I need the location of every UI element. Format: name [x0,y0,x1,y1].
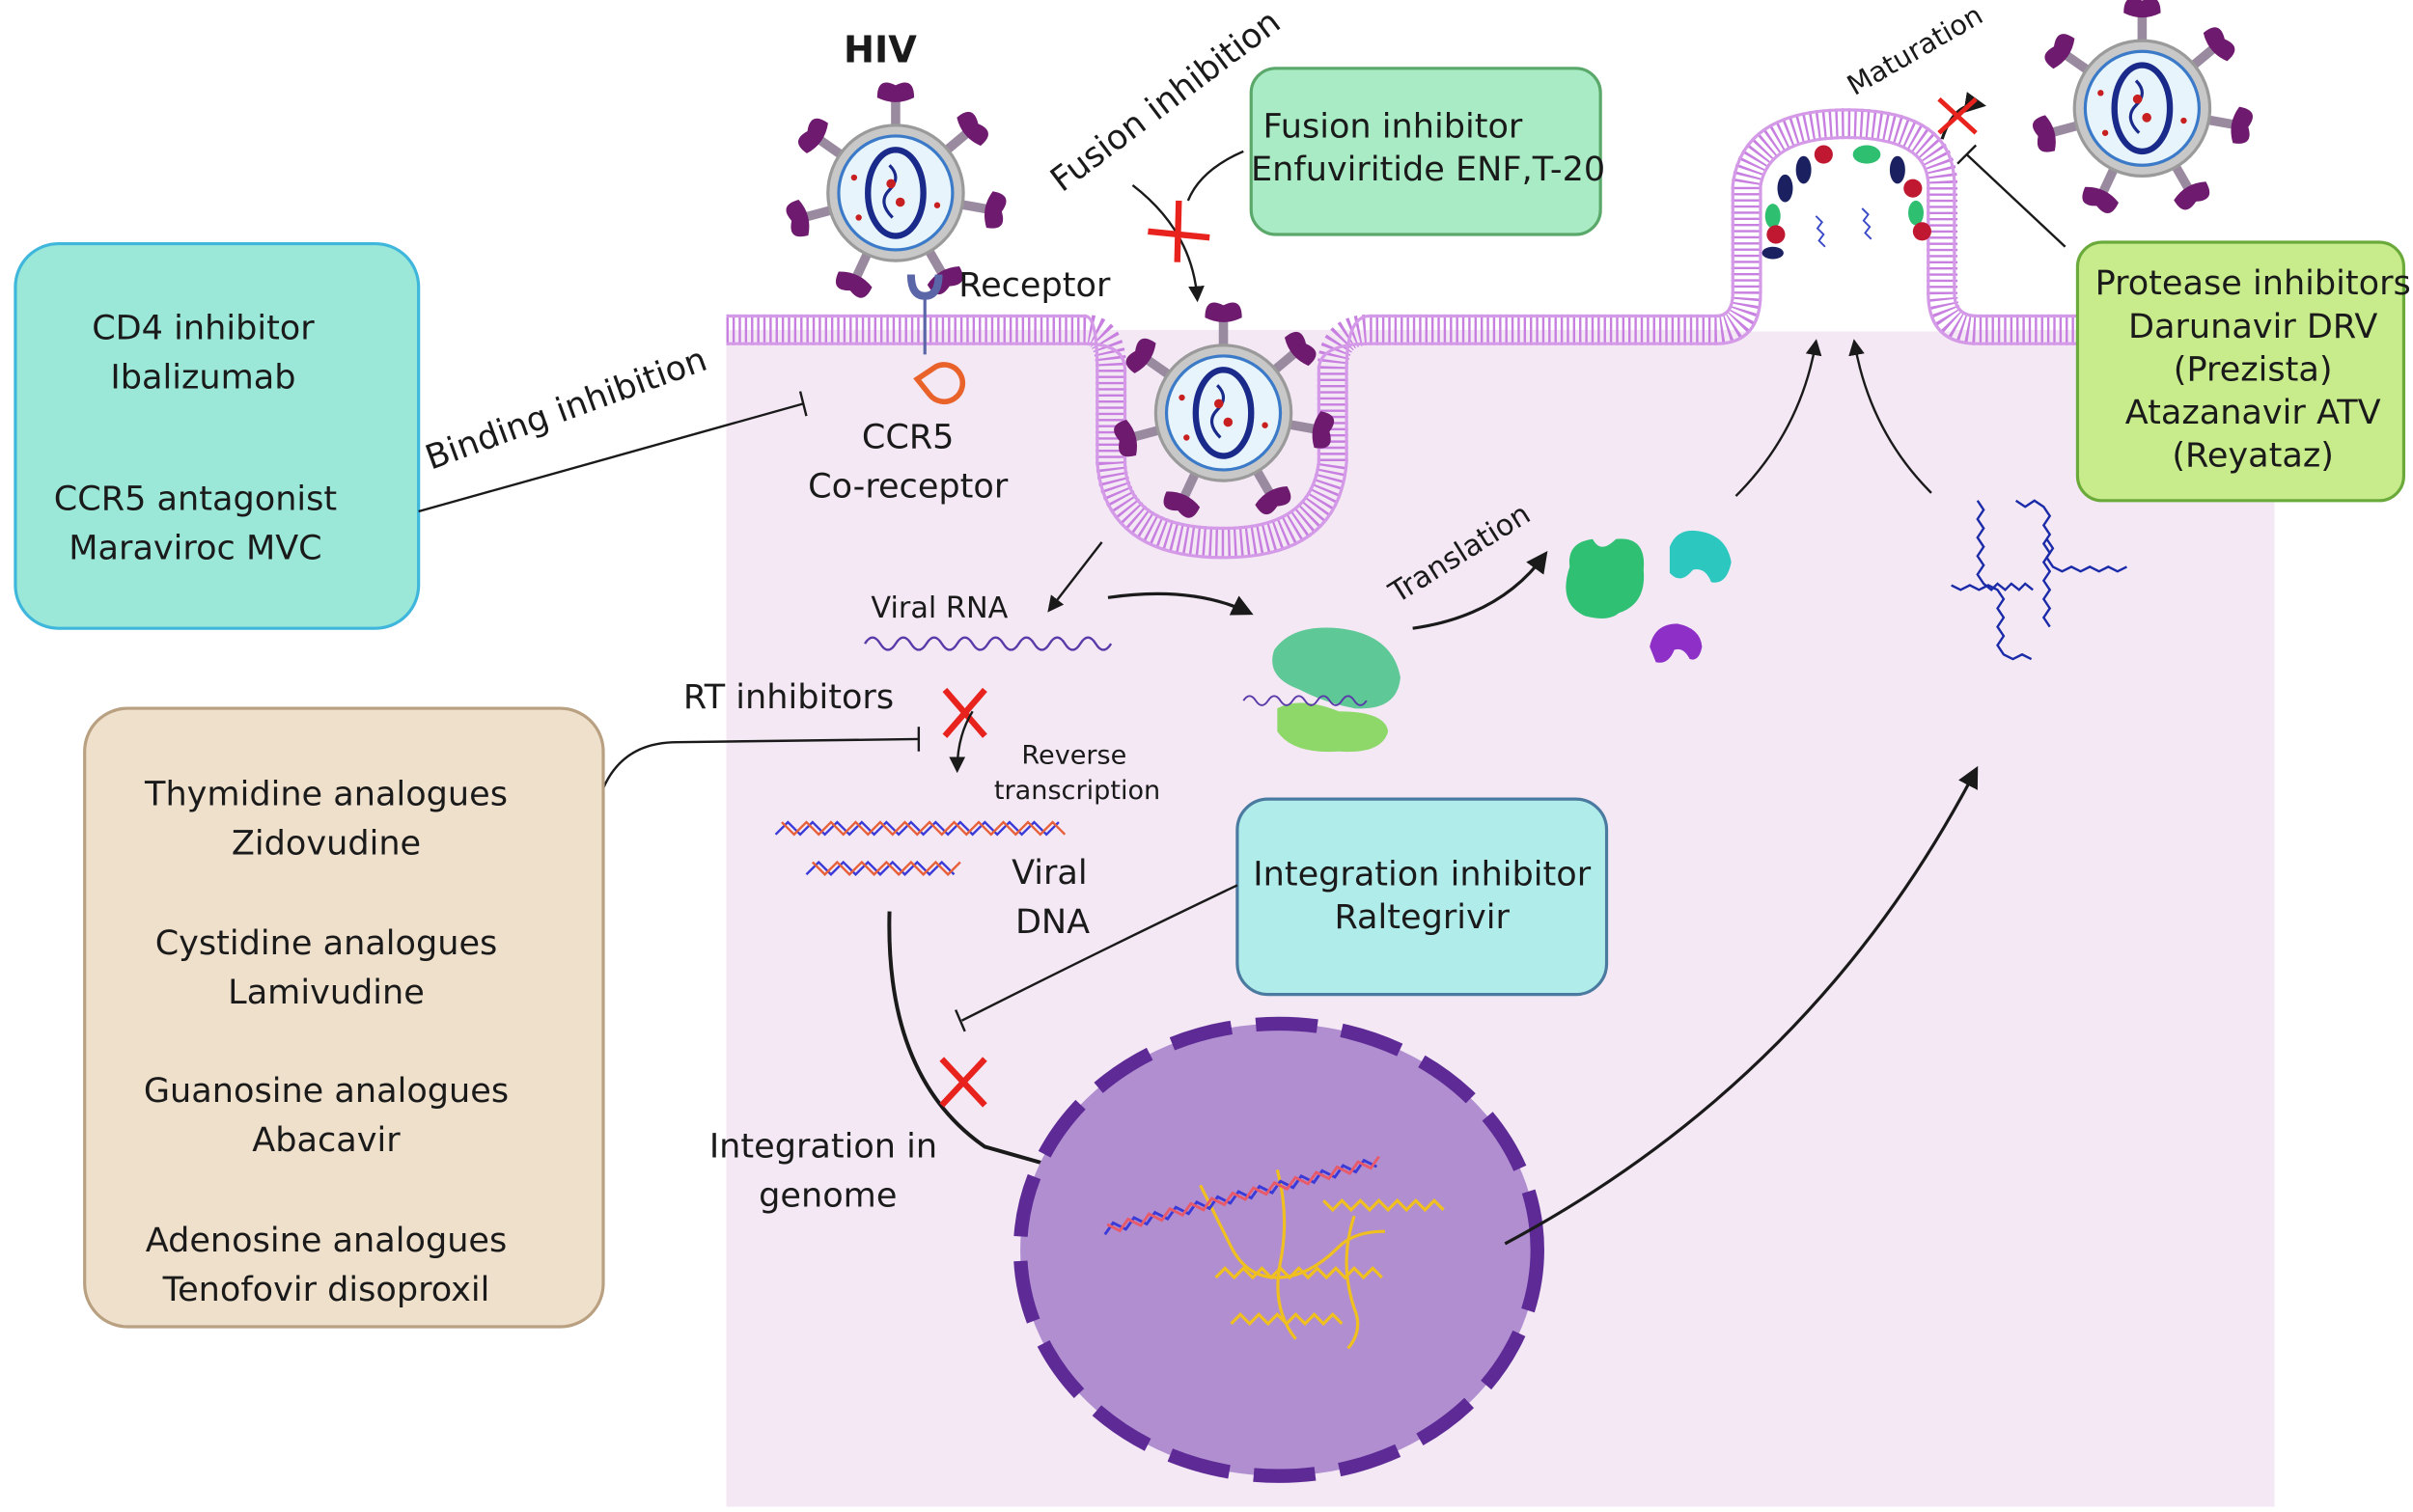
viral-dna-icon [774,820,1067,876]
fusion-inhibitor-label: Fusion inhibitor [1262,107,1522,147]
hiv-title: HIV [844,28,917,71]
viral-rna-strand-icon [864,636,1113,651]
integration-inhibit-line [960,884,1238,1022]
rt-inhibitors-label: RT inhibitors [683,677,894,717]
integration-in-label: Integration in [709,1127,937,1167]
rt-block-x-icon [942,687,987,738]
maturation-arrow [1940,92,1986,140]
ccr5-antagonist-label: CCR5 antagonist [54,479,337,518]
maturation-block-x-icon [1937,96,1978,135]
lamivudine-label: Lamivudine [228,973,425,1012]
fusion-block-x-icon [1148,200,1210,262]
mature-virion-icon [2031,0,2255,216]
guanosine-analogues-label: Guanosine analogues [144,1071,509,1111]
viral-rna-label: Viral RNA [871,591,1008,625]
zidovudine-label: Zidovudine [232,824,421,864]
enfuviritide-label: Enfuviritide ENF,T-20 [1251,150,1605,189]
uncoating-arrow [1047,541,1103,613]
protease-inhibitors-label: Protease inhibitors [2095,263,2411,303]
reyataz-label: (Reyataz) [2172,436,2334,476]
integration-inhibitor-box: Integration inhibitor Raltegrivir [1235,797,1609,997]
cystidine-analogues-label: Cystidine analogues [155,923,498,963]
binding-inhibition-label: Binding inhibition [420,340,711,478]
cd4-receptor-icon [906,274,943,355]
integration-inhibitor-label: Integration inhibitor [1253,854,1591,893]
protease-inhibit-line [1965,153,2066,248]
maturation-label: Maturation [1842,0,1988,102]
integration-arrow [887,911,1126,1193]
translation-arrow [1412,551,1548,630]
maraviroc-label: Maraviroc MVC [69,528,321,567]
cd4-inhibitor-label: CD4 inhibitor [92,308,315,347]
ribosome-icon [1242,627,1401,753]
prezista-label: (Prezista) [2174,349,2333,389]
rt-inhibit-line [601,737,919,789]
dna-label: DNA [1015,902,1090,942]
entry-inhibitor-box: CD4 inhibitor Ibalizumab CCR5 antagonist… [14,241,421,630]
assembling-proteins-icon [1761,145,1931,260]
abacavir-label: Abacavir [252,1120,401,1160]
binding-inhibition-line [418,402,804,513]
raltegrivir-label: Raltegrivir [1334,897,1510,937]
nucleus-icon [1012,1016,1544,1483]
ccr5-coreceptor-icon [913,362,966,405]
transcription-label: transcription [994,776,1160,806]
ccr5-label: CCR5 [862,418,955,457]
receptor-label: Receptor [958,265,1111,305]
thymidine-analogues-label: Thymidine analogues [144,775,508,814]
tenofovir-label: Tenofovir disoproxil [162,1270,490,1309]
coreceptor-label: Co-receptor [808,467,1009,507]
viral-label: Viral [1012,853,1088,893]
ibalizumab-label: Ibalizumab [110,357,295,397]
rt-inhibitor-box: Thymidine analogues Zidovudine Cystidine… [83,706,605,1329]
assembly-arrow-1 [1734,339,1822,497]
protease-inhibitor-box: Protease inhibitors Darunavir DRV (Prezi… [2075,240,2411,503]
viral-rna-genomes-icon [1951,499,2127,661]
fusion-inhibit-line [1186,150,1244,202]
darunavir-label: Darunavir DRV [2128,307,2377,346]
to-ribosome-arrow [1107,591,1254,616]
fusion-inhibitor-box: Fusion inhibitor Enfuviritide ENF,T-20 [1249,67,1605,236]
viral-proteins-icon [1566,530,1732,663]
fusion-arrow [1131,184,1205,303]
adenosine-analogues-label: Adenosine analogues [146,1221,508,1260]
genome-label: genome [759,1176,897,1216]
atazanavir-label: Atazanavir ATV [2125,393,2381,432]
nuclear-export-arrow [1504,765,1979,1246]
cell-membrane [726,108,2078,558]
reverse-label: Reverse [1021,740,1126,770]
integration-block-x-icon [939,1057,987,1108]
assembly-arrow-2 [1848,339,1932,494]
reverse-transcription-arrow [949,710,974,774]
